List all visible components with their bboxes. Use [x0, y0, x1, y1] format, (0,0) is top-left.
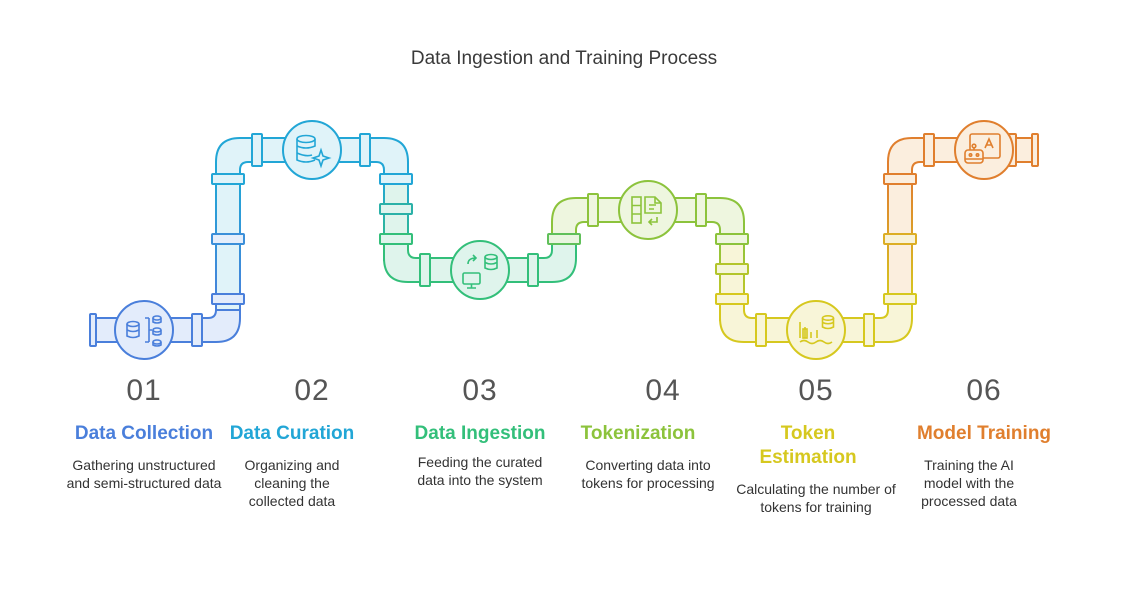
step-6: 06 Model Training Training the AI model … — [899, 374, 1069, 510]
step-1: 01 Data Collection Gathering unstructure… — [59, 374, 229, 492]
step-number: 04 — [645, 374, 681, 407]
database-hierarchy-icon — [114, 300, 174, 360]
pipe-flanges — [89, 133, 1039, 347]
step-number: 05 — [798, 374, 834, 407]
step-description: Converting data into tokens for processi… — [581, 457, 715, 491]
step-description: Organizing and cleaning the collected da… — [244, 457, 340, 509]
robot-image-icon — [954, 120, 1014, 180]
step-number: 06 — [966, 374, 1002, 407]
step-label: Token Estimation — [759, 423, 857, 468]
database-sparkle-icon — [282, 120, 342, 180]
step-label: Model Training — [916, 423, 1052, 444]
database-monitor-icon — [450, 240, 510, 300]
step-number: 01 — [126, 374, 162, 407]
step-label: Tokenization — [580, 423, 696, 444]
step-label: Data Curation — [229, 423, 355, 444]
chart-database-icon — [786, 300, 846, 360]
diagram-title: Data Ingestion and Training Process — [410, 48, 718, 69]
step-label: Data Ingestion — [414, 423, 546, 444]
step-2: 02 Data Curation Organizing and cleaning… — [207, 374, 377, 510]
step-number: 02 — [294, 374, 330, 407]
step-4: 04 Tokenization Converting data into tok… — [563, 374, 733, 492]
step-number: 03 — [462, 374, 498, 407]
step-label: Data Collection — [74, 423, 214, 444]
document-blocks-icon — [618, 180, 678, 240]
step-description: Calculating the number of tokens for tra… — [736, 481, 896, 515]
step-description: Gathering unstructured and semi-structur… — [66, 457, 222, 491]
step-5: 05 Token Estimation Calculating the numb… — [731, 374, 901, 516]
step-description: Training the AI model with the processed… — [921, 457, 1017, 509]
step-description: Feeding the curated data into the system — [417, 454, 543, 488]
step-3: 03 Data Ingestion Feeding the curated da… — [395, 374, 565, 489]
